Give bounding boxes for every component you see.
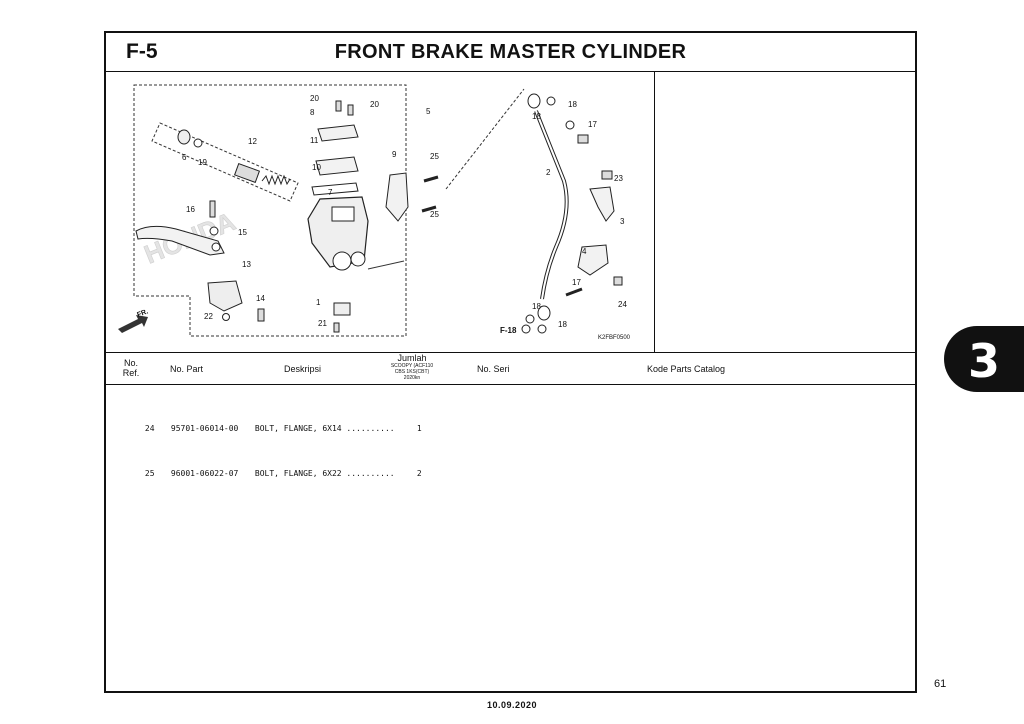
callout-20: 20 [370,100,379,109]
header-serial: No. Seri [477,364,510,374]
exploded-parts-diagram: HONDA [106,71,655,352]
section-code: F-5 [126,40,158,63]
callout-22: 22 [204,312,213,321]
page-title: FRONT BRAKE MASTER CYLINDER [334,41,687,63]
section-tab: 3 [944,326,1024,392]
callout-19: 19 [198,158,207,167]
callout-15: 15 [238,228,247,237]
header-quantity-model-3: 2020kn [403,375,421,381]
callout-16: 16 [186,205,195,214]
callout-12: 12 [248,137,257,146]
callout-20: 20 [310,94,319,103]
callout-10: 10 [312,163,321,172]
callout-17: 17 [572,278,581,287]
row-description: BOLT, FLANGE, 6X14 .......... [254,424,395,433]
row-quantity: 1 [416,424,422,433]
row-description: BOLT, FLANGE, 6X22 .......... [254,469,395,478]
row-part-number: 96001-06022-07 [170,469,239,478]
footer-date: 10.09.2020 [486,700,538,710]
callout-9: 9 [392,150,397,159]
table-row: 25 96001-06022-07 BOLT, FLANGE, 6X22 .....… [116,460,422,487]
header-part-number: No. Part [170,364,204,374]
callout-6: 6 [182,153,187,162]
catalog-frame: F-5 FRONT BRAKE MASTER CYLINDER HONDA [104,31,917,693]
callout-21: 21 [318,319,327,328]
ref-label: F-18 [500,326,517,335]
row-ref: 25 [144,469,155,478]
page-header: F-5 FRONT BRAKE MASTER CYLINDER [106,33,915,72]
callout-4: 4 [582,247,587,256]
table-row: 24 95701-06014-00 BOLT, FLANGE, 6X14 .....… [116,415,422,442]
page-number: 61 [934,678,947,690]
row-part-number: 95701-06014-00 [170,424,239,433]
row-ref: 24 [144,424,155,433]
callout-13: 13 [242,260,251,269]
parts-table-body: 24 95701-06014-00 BOLT, FLANGE, 6X14 .....… [116,397,422,505]
callout-18: 18 [558,320,567,329]
header-quantity: Jumlah SCOOPY (ACF110 CBS 1KS(CBT) 2020k… [376,353,448,381]
callout-11: 11 [310,136,319,145]
header-catalog-code: Kode Parts Catalog [647,364,726,374]
callout-25: 25 [430,210,439,219]
header-quantity-label: Jumlah [397,353,427,363]
callout-5: 5 [426,107,431,116]
callout-3: 3 [620,217,625,226]
header-description: Deskripsi [284,364,322,374]
callout-17: 17 [588,120,597,129]
parts-table-header: No. Ref. No. Part Deskripsi Jumlah SCOOP… [106,352,915,385]
callout-18: 18 [532,112,541,121]
callout-24: 24 [618,300,627,309]
figure-code: K2FBF0500 [598,335,631,341]
callout-8: 8 [310,108,315,117]
callout-25: 25 [430,152,439,161]
callout-23: 23 [614,174,623,183]
callout-1: 1 [316,298,321,307]
header-ref: No. Ref. [122,358,140,378]
header-quantity-model-1: SCOOPY (ACF110 [390,363,434,369]
header-quantity-model-2: CBS 1KS(CBT) [394,369,430,375]
callout-2: 2 [546,168,551,177]
section-tab-number: 3 [968,334,1001,388]
callout-18: 18 [532,302,541,311]
diagram-drawing: HONDA [118,84,631,341]
callout-7: 7 [328,188,333,197]
direction-label: FR. [136,308,149,318]
callout-18: 18 [568,100,577,109]
callout-14: 14 [256,294,265,303]
row-quantity: 2 [416,469,422,478]
